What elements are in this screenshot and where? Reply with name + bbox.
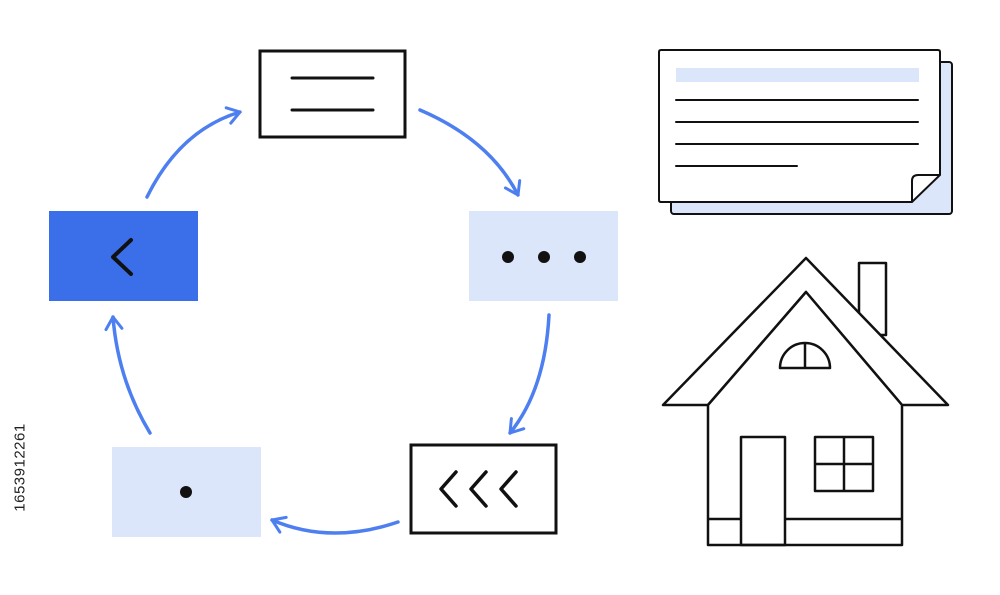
ellipsis-card [469,211,618,301]
dot-card [112,447,261,537]
cycle-arrows [104,106,551,535]
stock-id-text: 1653912261 [11,423,29,512]
menu-lines-icon [290,76,375,112]
arrow-to-chevron-card [104,315,152,435]
stock-id-label: 1653912261 [0,340,40,595]
chevron-left-icon [111,238,133,276]
menu-lines-card [258,49,407,139]
triple-chevron-card [409,443,558,535]
dot-icon [180,486,192,498]
house-icon [661,256,950,547]
chevron-card [49,211,198,301]
arrow-to-ellipsis-card [418,108,522,197]
triple-chevron-left-icon [439,470,518,508]
ellipsis-icon [502,251,586,263]
arrow-to-chevrons-card [508,313,551,435]
arrow-to-menu-card [145,106,242,199]
arrow-to-dot-card [270,515,400,535]
document-sheet-icon [658,49,953,215]
